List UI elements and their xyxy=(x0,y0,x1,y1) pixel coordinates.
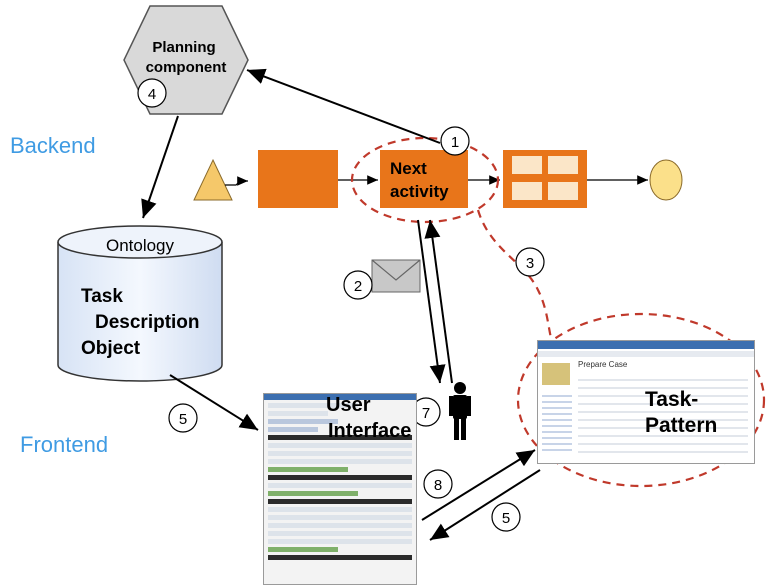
next-activity-label-line1: Next xyxy=(390,159,427,178)
task-pattern-screen-title: Prepare Case xyxy=(578,360,628,369)
step-8-marker: 8 xyxy=(423,469,453,499)
step-1-marker: 1 xyxy=(440,126,470,156)
arrow-pattern-to-ui xyxy=(429,469,541,541)
ontology-title: Ontology xyxy=(106,236,175,255)
subprocess-cell xyxy=(548,156,578,174)
arrow-ontology-to-ui xyxy=(169,374,259,431)
task-pattern-label-line2: Pattern xyxy=(645,414,718,437)
step-3-marker: 3 xyxy=(515,247,545,277)
ui-label-line2: Interface xyxy=(328,420,412,442)
ontology-cylinder xyxy=(57,242,223,382)
frontend-lane-label: Frontend xyxy=(20,432,109,457)
ui-label-line1: User xyxy=(326,394,371,416)
ontology-line3: Object xyxy=(81,338,141,359)
ontology-line2: Description xyxy=(95,312,200,333)
subprocess-cell xyxy=(512,156,542,174)
step-2-marker: 2 xyxy=(343,270,373,300)
step-5b-marker: 5 xyxy=(491,502,521,532)
end-event xyxy=(649,159,683,201)
start-connector xyxy=(225,176,248,186)
step-4-marker: 4 xyxy=(137,78,167,108)
start-event xyxy=(193,158,233,201)
task-pattern-screenshot: Prepare Case xyxy=(537,340,755,464)
next-activity-label-line2: activity xyxy=(390,182,449,201)
planning-label-line2: component xyxy=(146,59,227,76)
step-3-label: 3 xyxy=(526,255,534,272)
task-pattern-label-line1: Task- xyxy=(645,388,699,411)
step-5a-marker: 5 xyxy=(168,403,198,433)
subprocess-cell xyxy=(512,182,542,200)
dashed-link-activity-to-pattern xyxy=(476,209,554,343)
step-4-label: 4 xyxy=(148,86,156,103)
message-envelope-icon xyxy=(371,259,421,293)
ontology-line1: Task xyxy=(81,286,123,307)
task-pattern-highlight xyxy=(516,312,766,488)
next-activity-box xyxy=(380,150,468,208)
arrow-ui-to-pattern xyxy=(421,449,536,521)
step-7-label: 7 xyxy=(422,405,430,422)
step-1-label: 1 xyxy=(451,134,459,151)
step-8-label: 8 xyxy=(434,477,442,494)
user-interface-screenshot xyxy=(263,393,417,585)
step-2-label: 2 xyxy=(354,278,362,295)
arrow-activity-to-planning xyxy=(246,68,441,144)
planning-label-line1: Planning xyxy=(152,39,215,56)
step-5b-label: 5 xyxy=(502,510,510,527)
user-person-icon xyxy=(449,382,471,440)
backend-lane-label: Backend xyxy=(10,133,96,158)
ontology-cylinder-top xyxy=(57,225,223,259)
step-5a-label: 5 xyxy=(179,411,187,428)
arrow-planning-to-ontology xyxy=(141,115,179,219)
subprocess-cell xyxy=(548,182,578,200)
activity-box-1 xyxy=(258,150,338,208)
arrow-user-to-activity xyxy=(424,219,453,384)
arrow-activity-to-user xyxy=(417,219,446,384)
